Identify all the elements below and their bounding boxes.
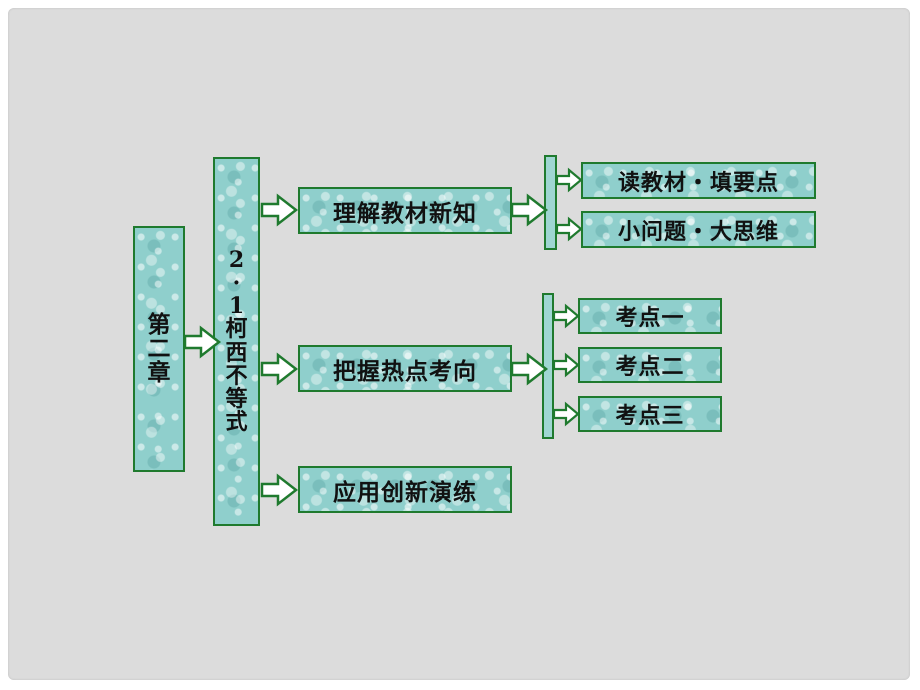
bracket-understand: [544, 155, 557, 250]
section-char: 式: [225, 408, 248, 435]
chapter-box: 第 二 章: [133, 226, 185, 472]
branch-label: 把握热点考向: [333, 357, 477, 385]
section-char: 等: [225, 385, 248, 412]
leaf-small-questions[interactable]: 小问题・大思维: [581, 211, 816, 248]
chapter-char: 第: [147, 310, 171, 338]
section-char: 2: [228, 247, 245, 274]
section-char: 柯: [225, 316, 248, 343]
leaf-read-textbook[interactable]: 读教材・填要点: [581, 162, 816, 199]
leaf-label: 考点二: [615, 354, 685, 380]
chapter-char: 章: [147, 359, 171, 387]
section-char: 不: [225, 362, 248, 389]
leaf-label: 考点三: [615, 403, 685, 429]
branch-box-practice[interactable]: 应用创新演练: [298, 466, 512, 513]
bracket-hotspots: [542, 293, 554, 439]
leaf-label: 读教材・填要点: [617, 169, 779, 196]
leaf-exam-point-3[interactable]: 考点三: [578, 396, 722, 432]
section-char: ·: [232, 270, 241, 297]
leaf-label: 小问题・大思维: [617, 218, 779, 245]
chapter-char: 二: [147, 334, 171, 362]
section-box: 2 · 1 柯 西 不 等 式: [213, 157, 260, 526]
section-char: 西: [225, 339, 248, 366]
branch-label: 理解教材新知: [333, 199, 477, 227]
branch-label: 应用创新演练: [333, 478, 477, 506]
branch-box-hotspots[interactable]: 把握热点考向: [298, 345, 512, 392]
leaf-exam-point-1[interactable]: 考点一: [578, 298, 722, 334]
section-char: 1: [228, 293, 245, 320]
branch-box-understand[interactable]: 理解教材新知: [298, 187, 512, 234]
leaf-label: 考点一: [615, 305, 685, 331]
leaf-exam-point-2[interactable]: 考点二: [578, 347, 722, 383]
